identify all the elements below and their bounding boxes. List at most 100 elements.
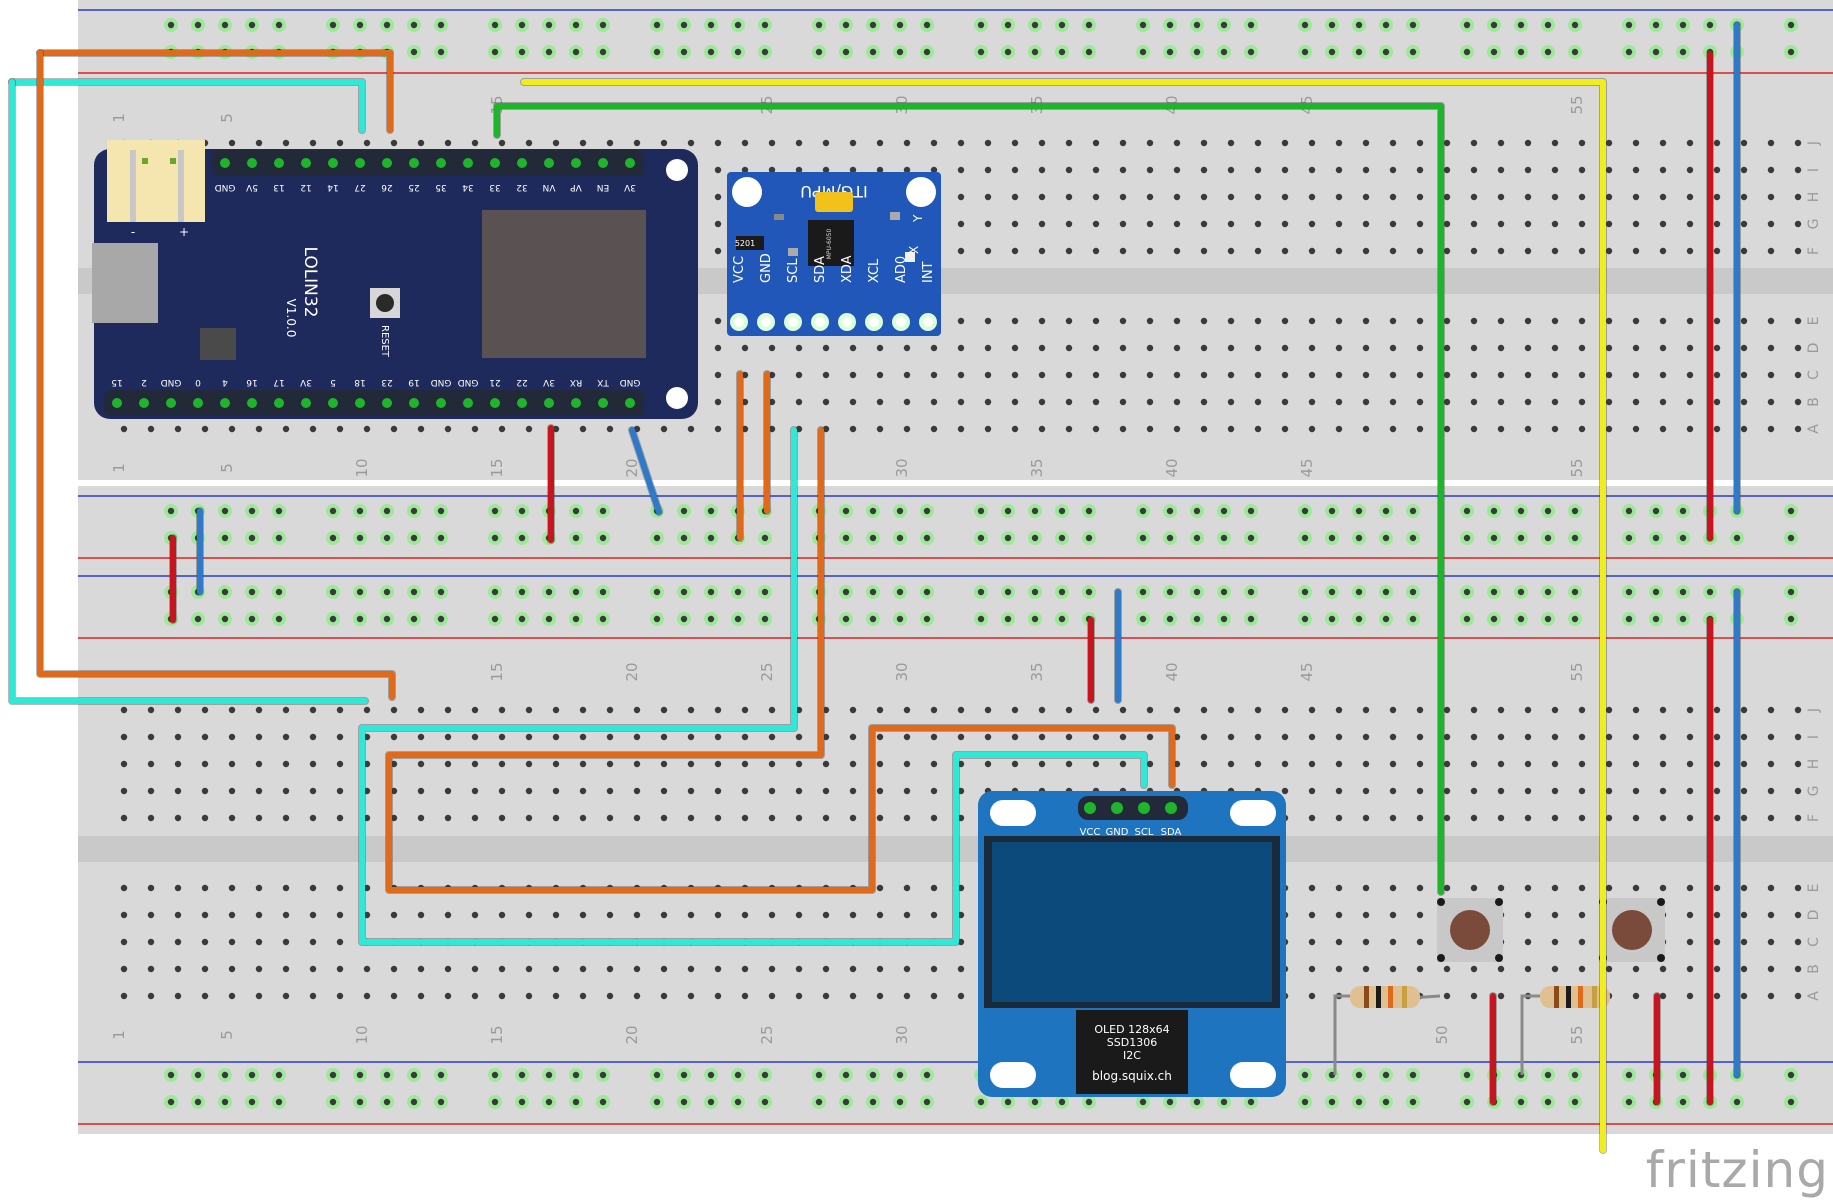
esp-bottom-pin-label: 2 xyxy=(141,377,147,387)
mpu-pin-label: INT xyxy=(921,261,936,283)
esp-bottom-pin-label: GND xyxy=(620,377,641,387)
esp-bottom-pin-label: 3V xyxy=(299,377,312,387)
row-letter-F: F xyxy=(1806,247,1822,255)
row-letter-E2: E xyxy=(1806,884,1822,893)
col-mark-20b: 20 xyxy=(623,458,641,477)
push-button-right[interactable] xyxy=(1599,898,1665,962)
esp-bottom-pin-label: 23 xyxy=(381,377,392,387)
wire-blue-esp-gnd[interactable] xyxy=(629,427,662,515)
esp-top-pin-label: EN xyxy=(597,182,609,192)
mpu-reg-label: 5201 xyxy=(735,239,755,248)
esp-bottom-pin-label: 16 xyxy=(246,377,258,387)
mpu-pin-label: AD0 xyxy=(894,256,909,283)
col-mark-20d: 20 xyxy=(623,1025,641,1044)
col-mark-30b: 30 xyxy=(893,458,911,477)
oled-line-4: blog.squix.ch xyxy=(1092,1069,1172,1083)
wire-cyan-top[interactable] xyxy=(9,79,365,133)
esp-bottom-pin-label: 19 xyxy=(408,377,420,387)
row-letter-A2: A xyxy=(1806,991,1822,1001)
row-letter-D2: D xyxy=(1806,910,1822,921)
board-name: LOLIN32 xyxy=(300,246,320,317)
col-mark-55c: 55 xyxy=(1568,662,1586,681)
mpu-pin-label: XCL xyxy=(867,258,882,283)
fritzing-watermark: fritzing xyxy=(1645,1141,1829,1199)
row-letter-C2: C xyxy=(1806,937,1822,947)
esp-top-pin-label: 13 xyxy=(273,182,284,192)
col-mark-40c: 40 xyxy=(1163,662,1181,681)
row-letter-C: C xyxy=(1806,370,1822,380)
esp-top-pin-label: 27 xyxy=(354,182,365,192)
esp-bottom-pin-label: 21 xyxy=(489,377,500,387)
col-mark-55b: 55 xyxy=(1568,458,1586,477)
row-letter-G2: G xyxy=(1806,786,1822,797)
wire-green[interactable] xyxy=(494,103,1444,895)
col-mark-45c: 45 xyxy=(1298,662,1316,681)
col-mark-25d: 25 xyxy=(758,1025,776,1044)
wire-orange-top[interactable] xyxy=(37,50,393,133)
mpu-chip-label: MPU-6050 xyxy=(826,229,833,260)
esp-bottom-pin-label: 22 xyxy=(516,377,527,387)
row-letter-J: J xyxy=(1806,141,1822,146)
esp-top-pin-label: 35 xyxy=(435,182,446,192)
esp-bottom-pin-label: GND xyxy=(458,377,479,387)
resistor-left[interactable] xyxy=(1333,986,1441,1075)
col-mark-55: 55 xyxy=(1568,95,1586,114)
resistor-right[interactable] xyxy=(1520,986,1611,1075)
row-letter-I2: I xyxy=(1806,735,1822,739)
wire-cyan-scl[interactable] xyxy=(359,427,1147,945)
col-mark-50d: 50 xyxy=(1433,1025,1451,1044)
col-mark-5b: 5 xyxy=(218,463,236,473)
esp-bottom-pin-label: 15 xyxy=(111,377,122,387)
esp-top-pin-label: 3V xyxy=(623,182,636,192)
battery-minus-label: - xyxy=(131,225,135,239)
esp-top-pin-label: 25 xyxy=(408,182,419,192)
col-mark-25c: 25 xyxy=(758,662,776,681)
mpu-pin-label: SDA xyxy=(813,256,828,283)
push-button-left[interactable] xyxy=(1437,898,1503,962)
oled-pin-label: GND xyxy=(1106,827,1129,838)
esp-bottom-pin-label: TX xyxy=(597,377,610,387)
wire-orange-left[interactable] xyxy=(37,50,395,700)
col-mark-15b: 15 xyxy=(488,458,506,477)
col-mark-20c: 20 xyxy=(623,662,641,681)
esp-top-pin-label: VP xyxy=(570,182,582,192)
mpu-pin-label: SCL xyxy=(786,258,801,283)
col-mark-40b: 40 xyxy=(1163,458,1181,477)
esp-bottom-pin-label: 4 xyxy=(222,377,228,387)
esp-top-pin-label: 12 xyxy=(300,182,311,192)
col-mark-10d: 10 xyxy=(353,1025,371,1044)
row-letter-H: H xyxy=(1806,192,1822,203)
esp-bottom-pin-label: 17 xyxy=(273,377,284,387)
wire-orange-sda[interactable] xyxy=(386,427,1175,893)
reset-label: RESET xyxy=(379,325,390,358)
row-letters-right: J I H G F E D C B A J I H G F E D C B A xyxy=(1806,141,1822,1001)
esp-top-pin-label: 32 xyxy=(516,182,527,192)
col-mark-1b: 1 xyxy=(110,463,128,473)
col-mark-1: 1 xyxy=(110,113,128,123)
esp-top-pin-label: 26 xyxy=(381,182,393,192)
row-letter-H2: H xyxy=(1806,759,1822,770)
esp-bottom-pin-label: GND xyxy=(431,377,452,387)
esp-top-pin-label: 34 xyxy=(462,182,474,192)
esp-bottom-pin-label: 3V xyxy=(542,377,555,387)
esp-top-pin-label: 14 xyxy=(327,182,339,192)
mpu-pin-label: XDA xyxy=(840,255,855,283)
oled-display[interactable]: OLED 128x64 SSD1306 I2C blog.squix.ch VC… xyxy=(978,791,1286,1097)
wire-yellow[interactable] xyxy=(521,79,1606,1153)
battery-plus-label: + xyxy=(179,225,189,239)
row-letter-E: E xyxy=(1806,317,1822,326)
esp-top-pin-label: GND xyxy=(215,182,236,192)
col-mark-35c: 35 xyxy=(1028,662,1046,681)
mpu-axis-y: Y xyxy=(911,214,925,223)
mpu-pin-label: GND xyxy=(759,253,774,283)
board-version: V1.0.0 xyxy=(284,299,298,338)
wire-cyan-left[interactable] xyxy=(9,79,368,704)
col-mark-15c: 15 xyxy=(488,662,506,681)
esp-bottom-pin-label: RX xyxy=(570,377,582,387)
esp-top-pin-label: 33 xyxy=(489,182,500,192)
